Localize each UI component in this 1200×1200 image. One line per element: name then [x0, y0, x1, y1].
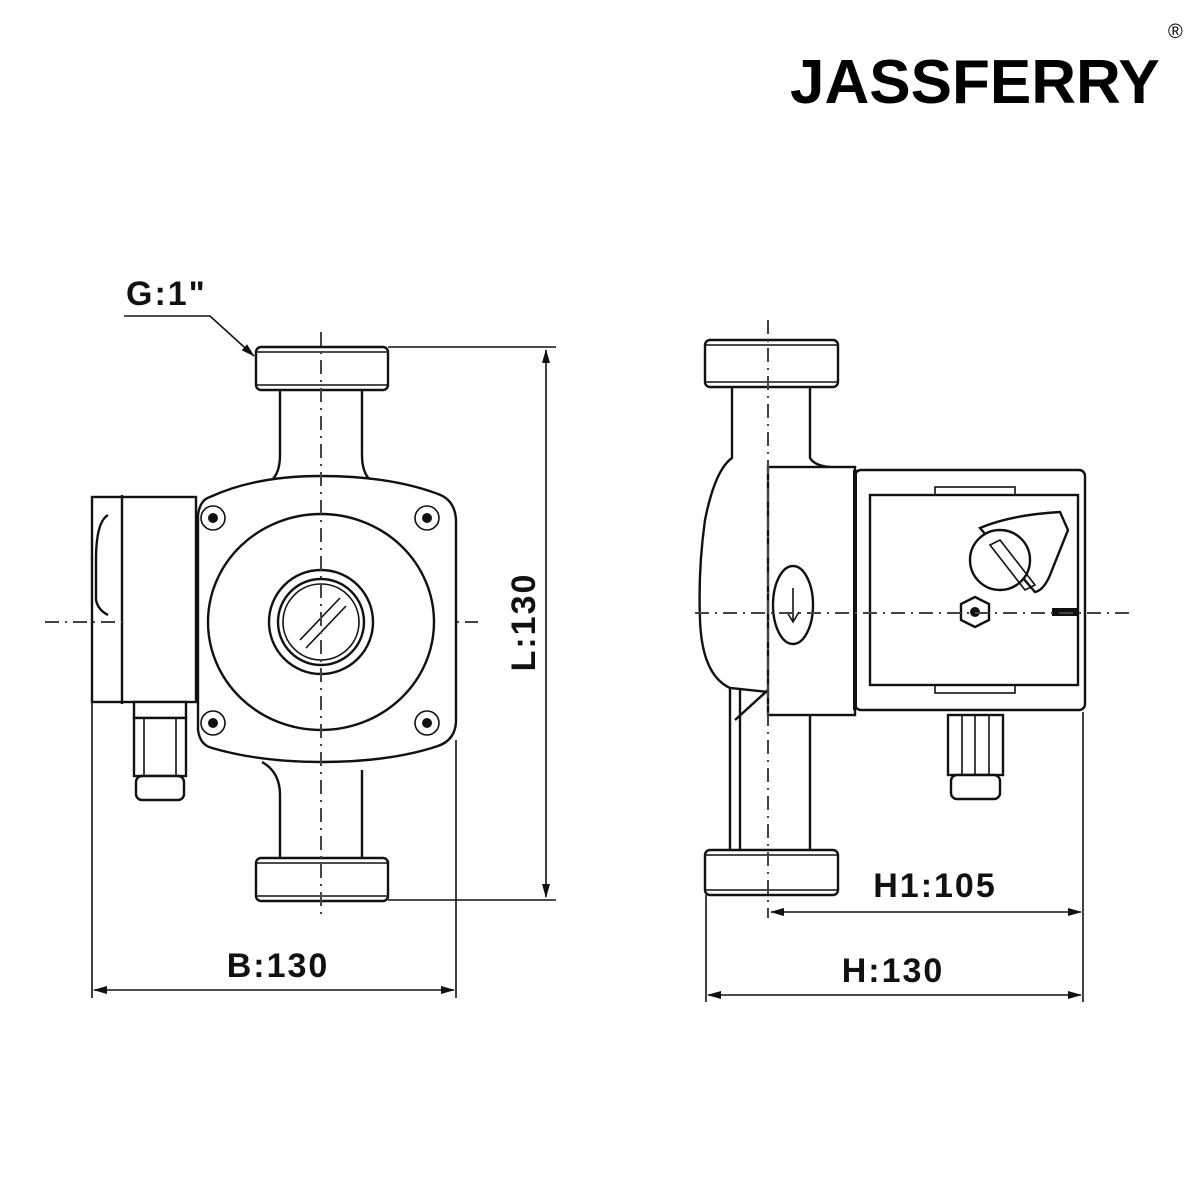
height-label: H:130: [842, 952, 945, 990]
terminal-lid-clip: [94, 513, 109, 617]
upper-flange: [703, 338, 840, 389]
upper-pipe-neck: [271, 390, 371, 481]
cable-gland-cap: [949, 773, 1002, 801]
side-view: H1:105 H:130: [695, 320, 1130, 1002]
brand-name: JASSFERRY: [790, 48, 1160, 117]
lower-flange: [703, 848, 840, 897]
lower-pipe: [728, 688, 812, 850]
lower-pipe-neck: [261, 760, 364, 860]
speed-selector-knob: [968, 528, 1032, 592]
cable-gland-nut: [132, 716, 188, 778]
cable-gland-base: [132, 700, 188, 720]
bolt-icon: [414, 710, 440, 736]
front-view: G:1" L:130 B:130: [45, 275, 556, 998]
bolt-icon: [200, 505, 226, 531]
motor-top-rib: [934, 486, 1016, 496]
terminal-box: [90, 495, 198, 704]
h1-label: H1:105: [873, 867, 997, 905]
pump-housing: [196, 474, 458, 764]
knob-pointer-icon: [988, 538, 1037, 592]
speed-selector-housing: [978, 510, 1070, 594]
bolt-icon: [200, 710, 226, 736]
thread-size-label: G:1": [126, 275, 207, 313]
shaft-cover-inner: [276, 577, 366, 667]
length-label: L:130: [505, 573, 543, 672]
upper-pipe-right: [808, 387, 831, 469]
bolts: [200, 505, 440, 736]
motor-casing: [853, 468, 1087, 712]
width-label: B:130: [227, 947, 330, 985]
volute-left-profile: [698, 387, 769, 694]
registered-mark: ®: [1168, 21, 1183, 43]
flow-arrow-icon: [786, 588, 800, 624]
flow-direction-plate: [771, 564, 815, 646]
thread-leader-line: [124, 315, 255, 357]
brand-logo: JASSFERRY ®: [790, 21, 1183, 117]
motor-bottom-rib: [934, 684, 1016, 694]
cable-gland-cap: [134, 774, 186, 802]
bolt-icon: [414, 505, 440, 531]
